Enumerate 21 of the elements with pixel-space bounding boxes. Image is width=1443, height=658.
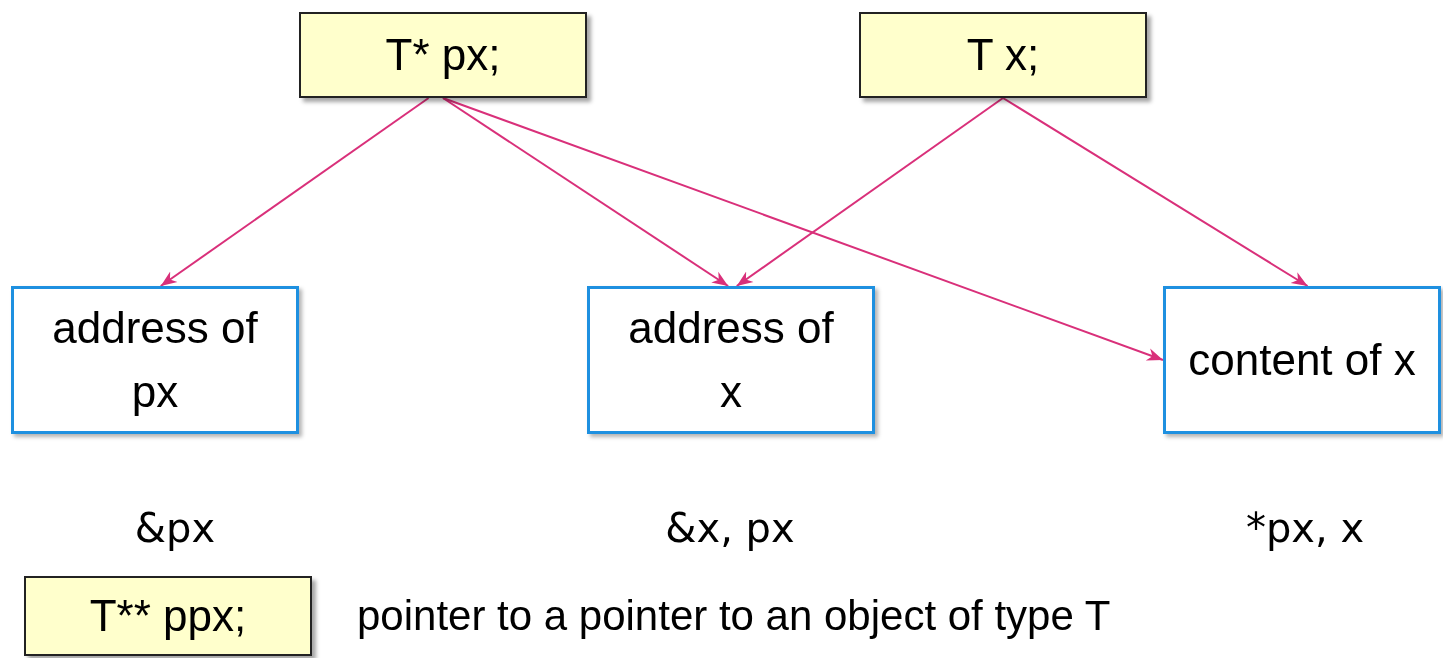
expression-label: *px, x bbox=[1245, 505, 1365, 551]
arrow bbox=[1002, 97, 1309, 287]
declaration-box bbox=[859, 12, 1147, 98]
expression-label: &x, px bbox=[665, 505, 795, 551]
node-text: T* px; bbox=[385, 29, 501, 81]
arrow bbox=[159, 97, 430, 287]
node-text: T x; bbox=[966, 29, 1040, 81]
declaration-box bbox=[299, 12, 587, 98]
node-text: content of x bbox=[1188, 334, 1416, 386]
declaration-box bbox=[24, 576, 312, 656]
arrow bbox=[442, 97, 730, 287]
node-text: address of x bbox=[627, 302, 835, 418]
memory-box bbox=[11, 286, 299, 434]
arrow bbox=[442, 97, 1164, 361]
node-text: T** ppx; bbox=[89, 590, 247, 642]
node-text: address of px bbox=[51, 302, 259, 418]
expression-label: &px bbox=[134, 505, 216, 551]
description-text: pointer to a pointer to an object of type T bbox=[357, 592, 1111, 640]
arrow bbox=[735, 97, 1004, 287]
memory-box bbox=[1163, 286, 1441, 434]
memory-box bbox=[587, 286, 875, 434]
